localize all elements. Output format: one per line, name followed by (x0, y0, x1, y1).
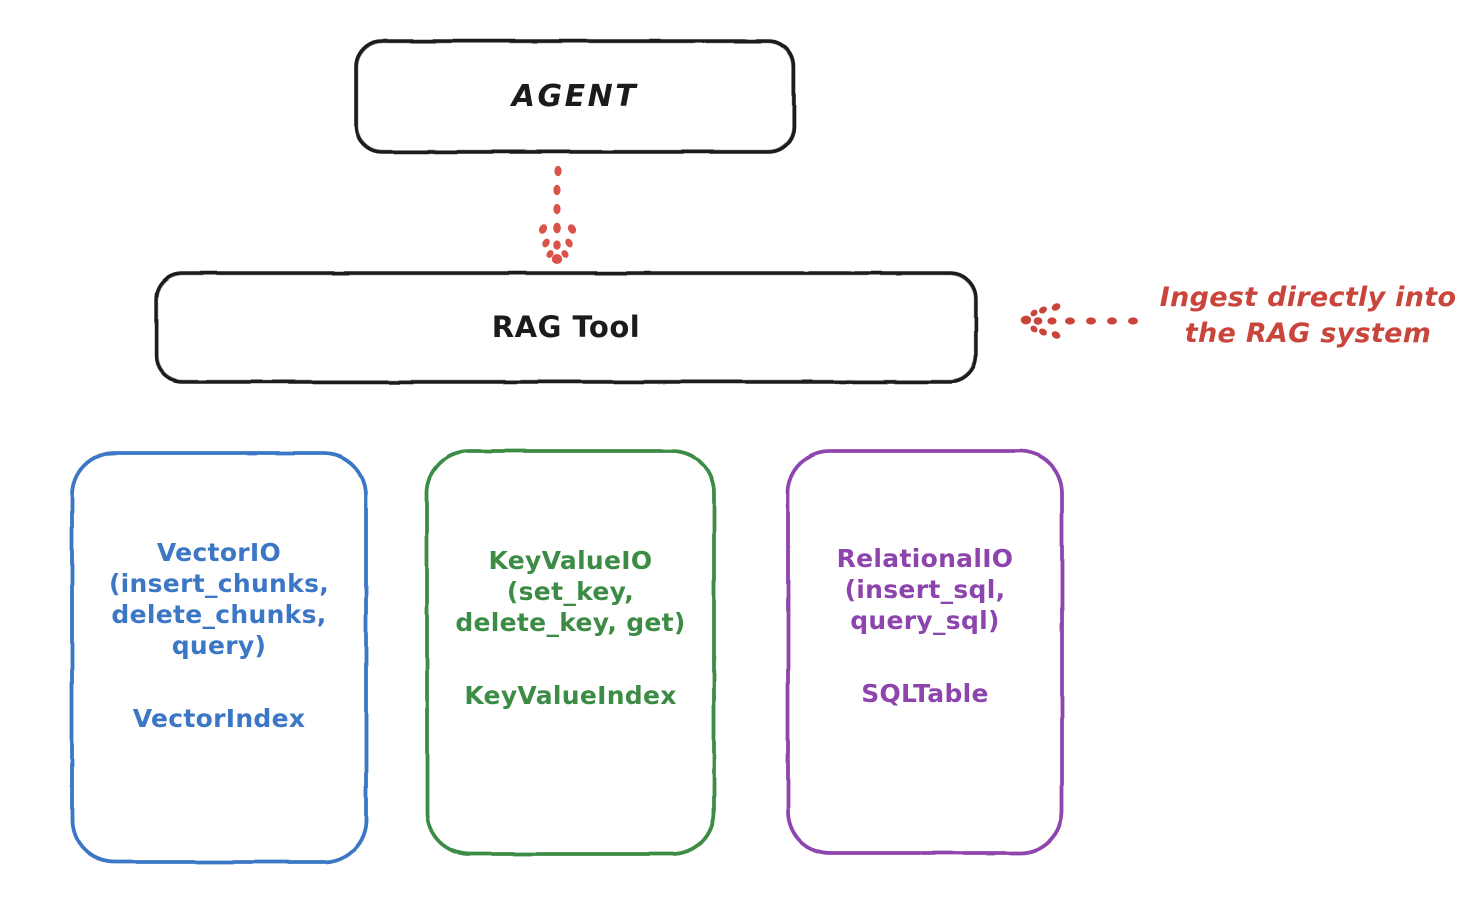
node-agent[interactable]: AGENT (355, 40, 795, 153)
vector-io-box-outline (70, 451, 368, 864)
node-vector-io[interactable]: VectorIO (insert_chunks, delete_chunks, … (71, 452, 367, 863)
node-rag-tool[interactable]: RAG Tool (155, 272, 977, 383)
ingest-to-rag-tool-arrow (1020, 303, 1138, 339)
vector-io-entity-label: VectorIndex (132, 704, 306, 733)
rag-tool-box-outline (154, 271, 978, 384)
node-relational-io[interactable]: RelationalIO (insert_sql, query_sql) SQL… (787, 450, 1063, 854)
vector-io-api-label: VectorIO (insert_chunks, delete_chunks, … (108, 538, 330, 660)
agent-to-rag-tool-arrow (538, 165, 577, 264)
ingest-annotation-text: Ingest directly into the RAG system (1159, 282, 1457, 349)
key-value-io-box-outline (425, 449, 716, 856)
relational-io-box-outline (786, 449, 1064, 855)
agent-label: AGENT (511, 78, 639, 114)
relational-io-api-label: RelationalIO (insert_sql, query_sql) (836, 544, 1014, 635)
relational-io-entity-label: SQLTable (861, 679, 989, 708)
node-key-value-io[interactable]: KeyValueIO (set_key, delete_key, get) Ke… (426, 450, 715, 855)
rag-tool-label: RAG Tool (491, 309, 641, 344)
key-value-io-entity-label: KeyValueIndex (464, 680, 677, 710)
key-value-io-api-label: KeyValueIO (set_key, delete_key, get) (455, 545, 686, 637)
agent-box-outline (354, 39, 796, 154)
